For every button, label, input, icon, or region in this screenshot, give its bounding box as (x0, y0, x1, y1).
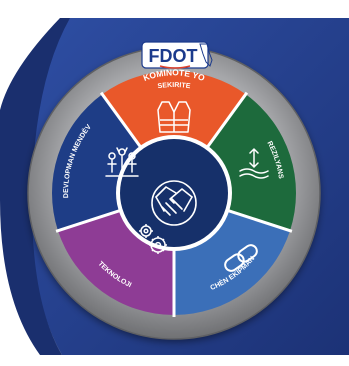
safety-vest-icon (157, 101, 191, 133)
segment-dividers (55, 91, 293, 317)
segment-divider (55, 208, 122, 233)
segment-reziliyans (206, 94, 296, 231)
gears-icon (139, 224, 167, 254)
segment-devlopman-mendev (51, 94, 142, 231)
segment-label-text: SEKIRITE (157, 82, 191, 90)
segment-teknoloji (57, 210, 175, 315)
segment-divider (99, 91, 143, 149)
workforce-people-icon (105, 147, 139, 177)
resilience-arrows-icon (239, 147, 269, 179)
chain-link-icon (224, 244, 258, 272)
backdrop-corner (0, 18, 70, 355)
fdot-logo-text: FDOT (149, 46, 198, 66)
handshake-icon (151, 180, 197, 226)
hub-circle (120, 139, 228, 247)
segment-divider (205, 91, 249, 149)
florida-outline-icon (199, 43, 213, 67)
logo-underline (159, 65, 191, 69)
segment-label-sekirite: SEKIRITE (157, 82, 191, 90)
segment-divider (226, 208, 293, 233)
fdot-logo: FDOT (141, 41, 213, 69)
segment-sekirite (102, 70, 246, 148)
segment-chen-ekipman (174, 210, 291, 315)
